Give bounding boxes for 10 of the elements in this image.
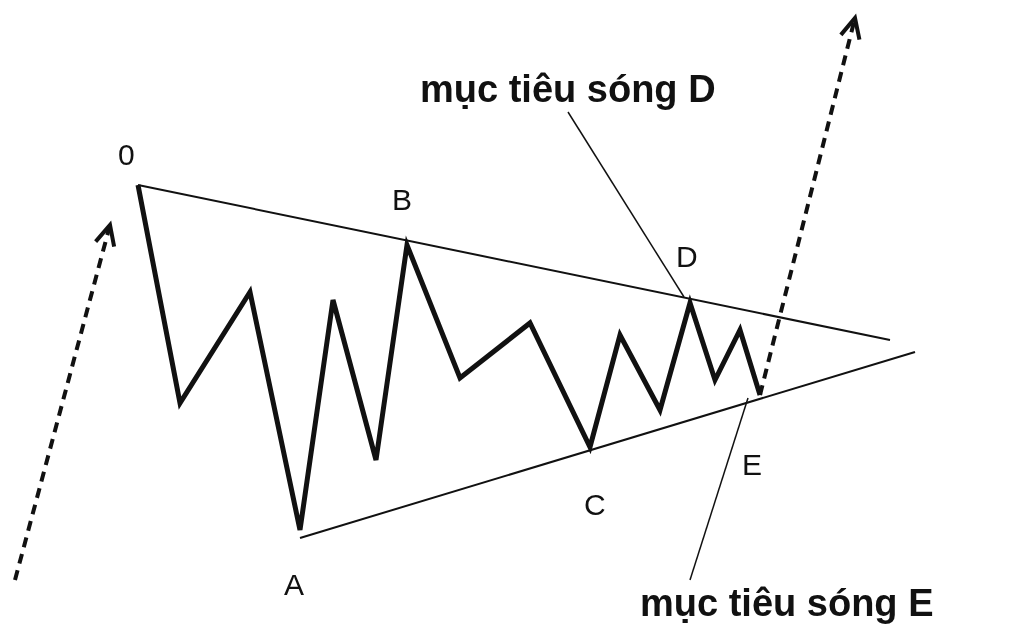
- leader-line: [689, 397, 749, 581]
- point-label: C: [584, 488, 606, 522]
- point-label: A: [284, 568, 304, 602]
- leader-line: [567, 111, 685, 298]
- point-label: B: [392, 183, 412, 217]
- point-label: D: [676, 240, 698, 274]
- callout-text: mục tiêu sóng E: [640, 580, 934, 626]
- callout-text: mục tiêu sóng D: [420, 66, 716, 112]
- point-label: E: [742, 448, 762, 482]
- point-label: 0: [118, 138, 135, 172]
